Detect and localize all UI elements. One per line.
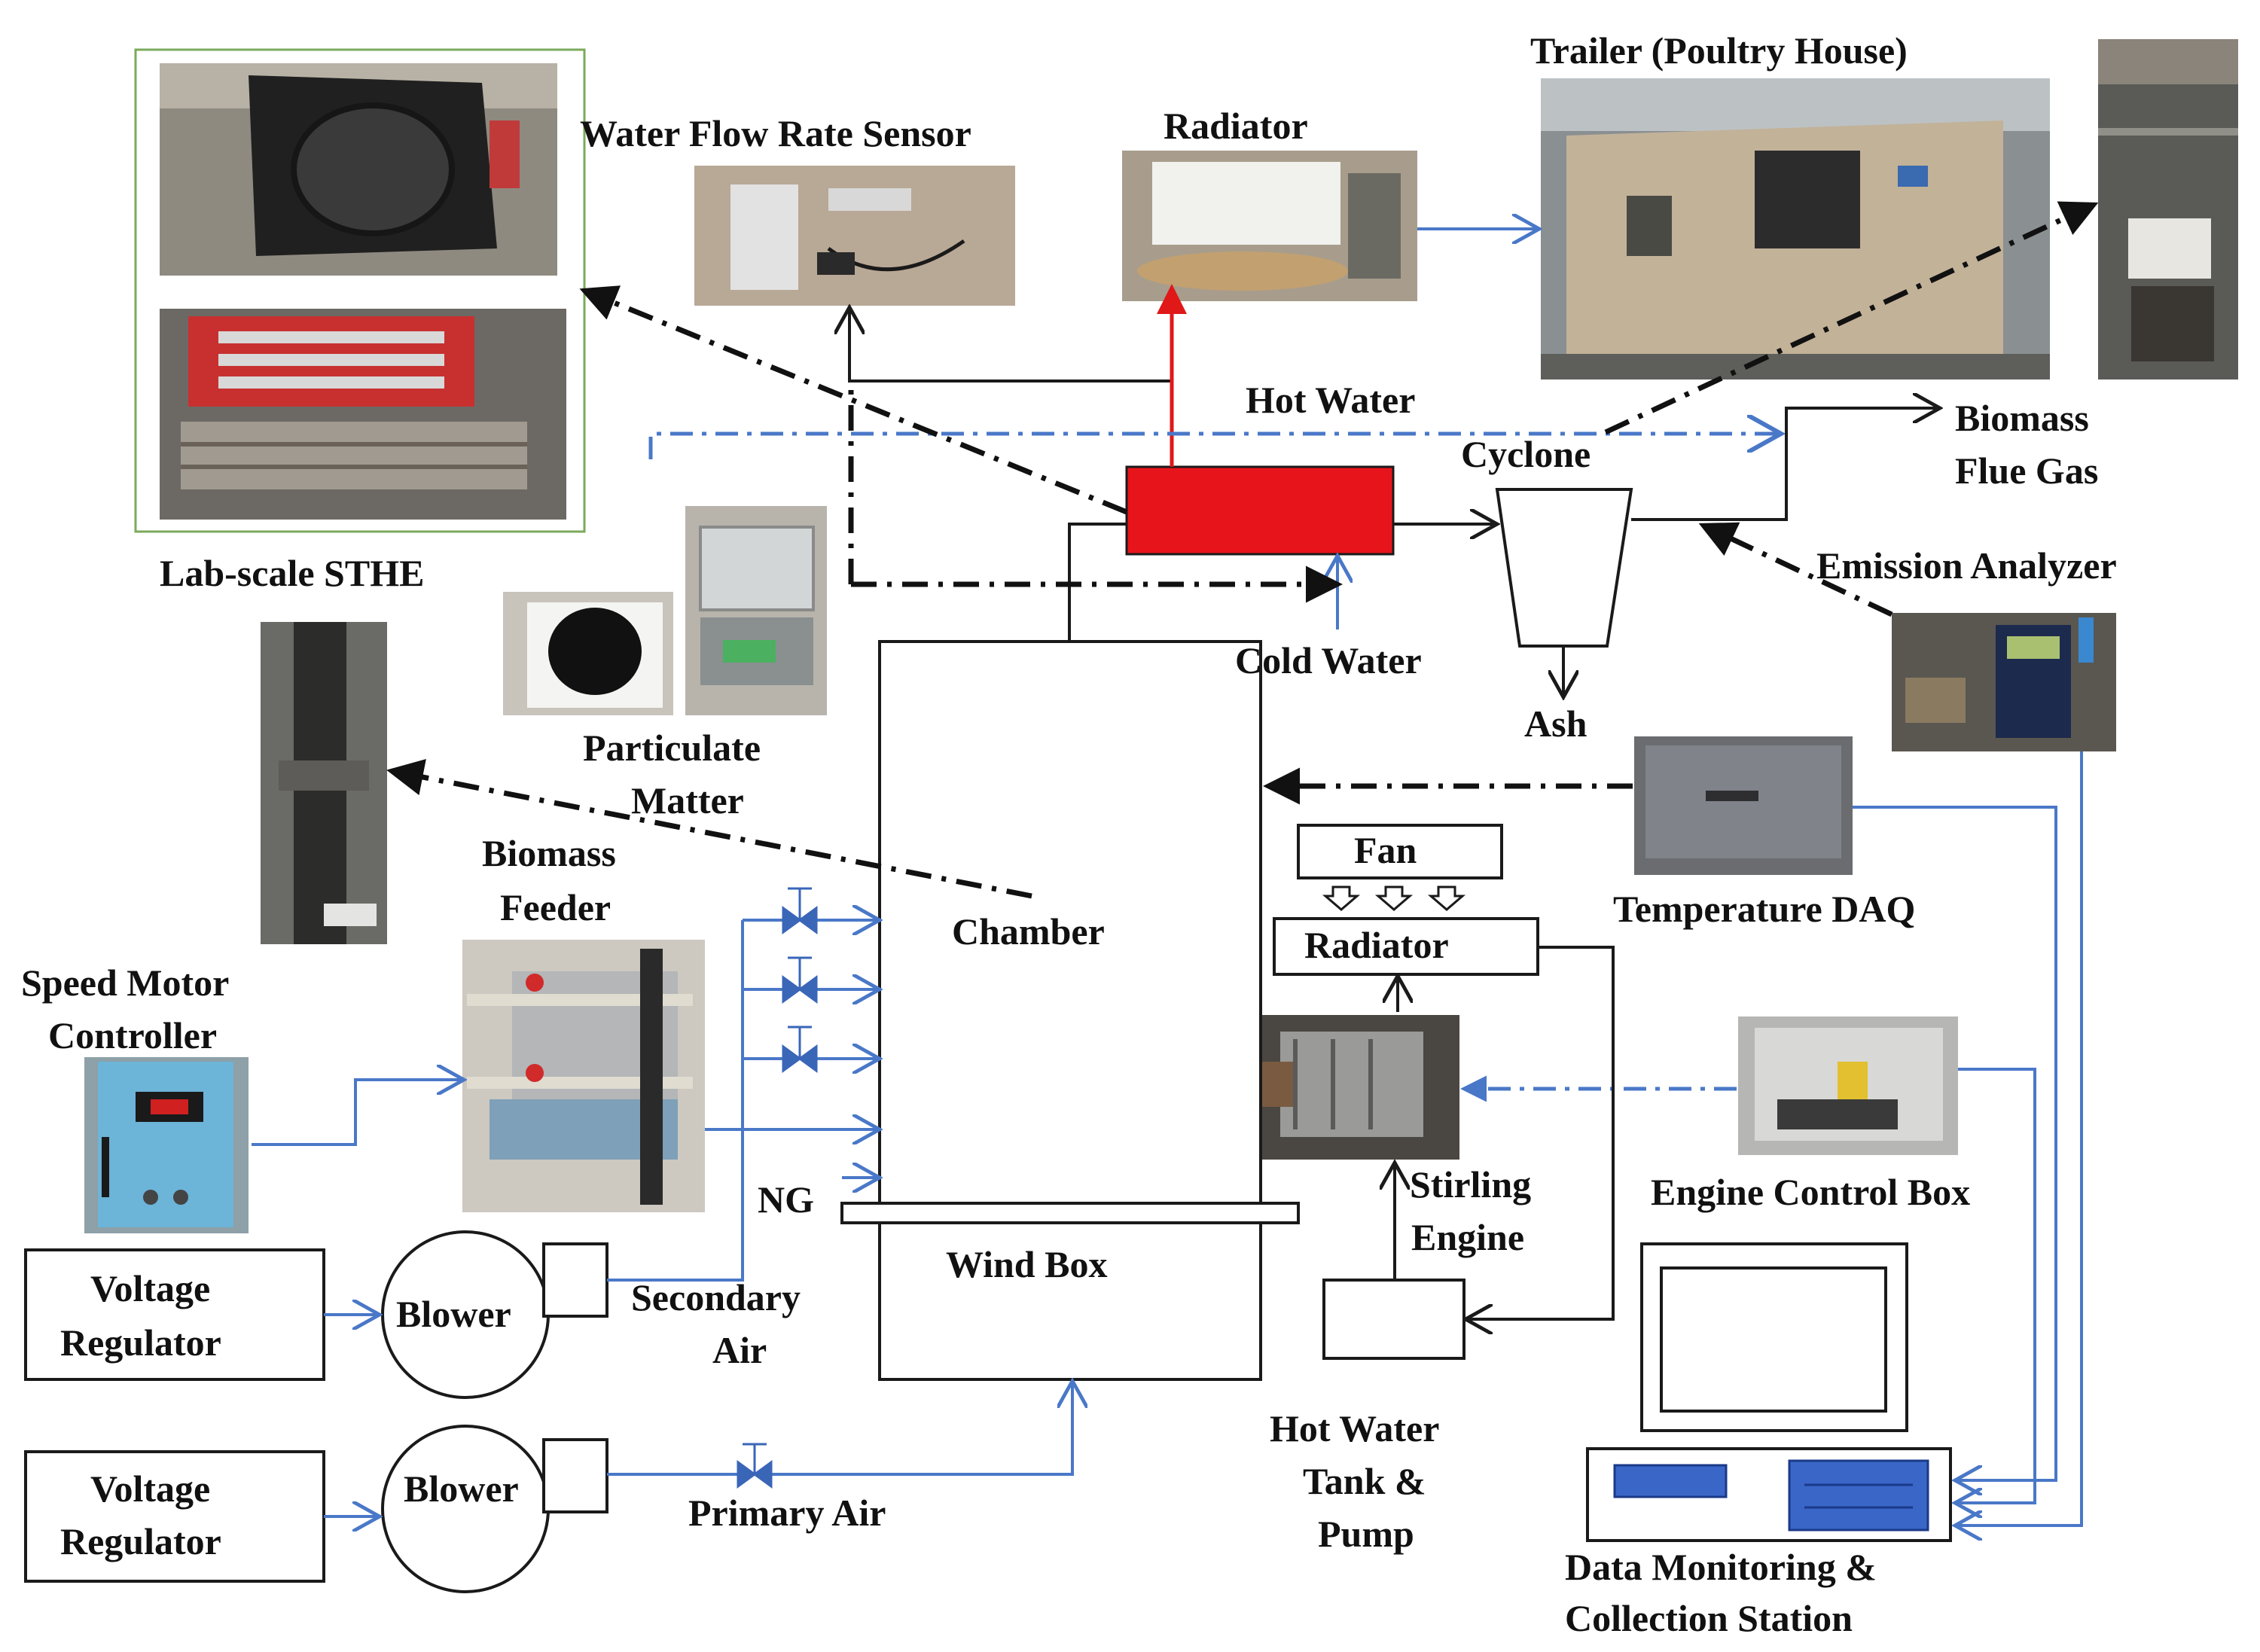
label-lab-scale-sthe: Lab-scale STHE xyxy=(160,552,424,594)
label-cyclone: Cyclone xyxy=(1461,433,1591,475)
label-particulate-1: Particulate xyxy=(583,727,761,769)
daq-to-station-line xyxy=(1853,806,2057,1480)
label-blower-1: Blower xyxy=(396,1293,511,1335)
label-temperature-daq: Temperature DAQ xyxy=(1613,888,1915,930)
data-station-computer xyxy=(1586,1242,1952,1542)
label-hot-water-tank-3: Pump xyxy=(1318,1513,1414,1555)
engine-control-box-photo xyxy=(1738,1016,1958,1155)
label-data-station-2: Collection Station xyxy=(1565,1597,1853,1639)
hot-water-tank-box xyxy=(1322,1279,1465,1360)
analyzer-to-station-line xyxy=(1958,751,2083,1526)
fan-airflow-arrows xyxy=(1322,885,1466,911)
label-hot-water-tank-2: Tank & xyxy=(1303,1460,1426,1502)
hot-water-dashed-loop xyxy=(648,434,1777,459)
temperature-daq-photo xyxy=(1634,736,1853,875)
label-ash: Ash xyxy=(1524,703,1587,745)
label-secondary-air-2: Air xyxy=(712,1329,767,1371)
label-hot-water-tank-1: Hot Water xyxy=(1270,1407,1439,1449)
label-particulate-2: Matter xyxy=(631,779,744,821)
label-biomass-flue-gas-2: Flue Gas xyxy=(1955,450,2098,492)
label-radiator-top: Radiator xyxy=(1164,105,1308,147)
label-radiator-engine: Radiator xyxy=(1304,924,1449,966)
label-emission-analyzer: Emission Analyzer xyxy=(1816,544,2117,587)
label-hot-water: Hot Water xyxy=(1246,379,1415,421)
cyclone-shape xyxy=(1495,488,1633,648)
label-stirling-2: Engine xyxy=(1411,1216,1524,1258)
water-flow-sensor-photo xyxy=(694,166,1015,306)
label-trailer: Trailer (Poultry House) xyxy=(1530,29,1908,72)
label-fan: Fan xyxy=(1354,829,1417,871)
label-primary-air: Primary Air xyxy=(688,1492,886,1534)
blower-1-shape xyxy=(381,1230,608,1399)
label-water-flow-rate-sensor: Water Flow Rate Sensor xyxy=(580,112,971,154)
sthe-column-photo xyxy=(261,622,387,944)
stirling-engine-photo xyxy=(1229,1015,1459,1160)
label-speed-motor-1: Speed Motor xyxy=(21,962,229,1004)
secondary-air-manifold xyxy=(607,920,744,1282)
radiator-engine-box xyxy=(1273,917,1539,976)
label-voltage-regulator-2b: Regulator xyxy=(60,1520,221,1562)
label-voltage-regulator-2a: Voltage xyxy=(90,1468,210,1510)
chamber-to-column-dashed xyxy=(386,759,1032,899)
biomass-feeder-photo xyxy=(462,940,705,1212)
emission-analyzer-photo xyxy=(1892,613,2116,751)
hx-to-flow-sensor-line xyxy=(849,310,1173,467)
radiator-photo xyxy=(1122,151,1417,301)
label-data-station-1: Data Monitoring & xyxy=(1565,1546,1877,1588)
voltage-regulator-2-box xyxy=(24,1450,325,1583)
combustion-chamber-box xyxy=(878,640,1262,1381)
label-stirling-1: Stirling xyxy=(1410,1163,1531,1205)
label-biomass-flue-gas-1: Biomass xyxy=(1955,397,2089,439)
label-wind-box: Wind Box xyxy=(946,1243,1107,1285)
label-engine-control-box: Engine Control Box xyxy=(1651,1171,1970,1213)
label-speed-motor-2: Controller xyxy=(48,1014,217,1056)
flue-gas-dashed xyxy=(1604,201,2099,435)
voltage-regulator-1-box xyxy=(24,1248,325,1381)
sthe-top-photo xyxy=(160,63,557,276)
speed-motor-controller-photo xyxy=(84,1057,249,1233)
control-box-to-station-line xyxy=(1958,1068,2036,1503)
primary-air-valve xyxy=(737,1443,773,1489)
primary-air-line xyxy=(607,1384,1072,1476)
label-voltage-regulator-1a: Voltage xyxy=(90,1267,210,1309)
label-ng: NG xyxy=(758,1178,814,1221)
trailer-photo xyxy=(1541,78,2050,379)
label-cold-water: Cold Water xyxy=(1235,639,1422,681)
emission-analyzer-dashed xyxy=(1698,522,1893,617)
flue-gas-photo xyxy=(2098,39,2238,379)
label-chamber: Chamber xyxy=(952,910,1105,952)
cyclone-to-flue-gas-line xyxy=(1631,408,1937,521)
particulate-filter-photo xyxy=(503,592,673,715)
radiator-to-tank-line xyxy=(1469,946,1615,1319)
secondary-air-valves xyxy=(782,887,818,1073)
heat-exchanger-red xyxy=(1125,465,1395,556)
label-biomass-feeder-2: Feeder xyxy=(500,886,611,928)
sthe-bottom-photo xyxy=(160,309,566,520)
label-biomass-feeder-1: Biomass xyxy=(482,832,616,874)
label-secondary-air-1: Secondary xyxy=(631,1276,801,1318)
hx-to-sthe-dashed xyxy=(579,285,1128,515)
chamber-to-hx-line xyxy=(1068,523,1127,642)
particulate-scale-photo xyxy=(685,506,827,715)
label-voltage-regulator-1b: Regulator xyxy=(60,1321,221,1364)
fan-box xyxy=(1297,824,1503,879)
label-blower-2: Blower xyxy=(404,1468,519,1510)
controller-to-feeder-line xyxy=(252,1080,461,1146)
distributor-plate xyxy=(840,1202,1300,1224)
blower-2-shape xyxy=(381,1425,608,1593)
